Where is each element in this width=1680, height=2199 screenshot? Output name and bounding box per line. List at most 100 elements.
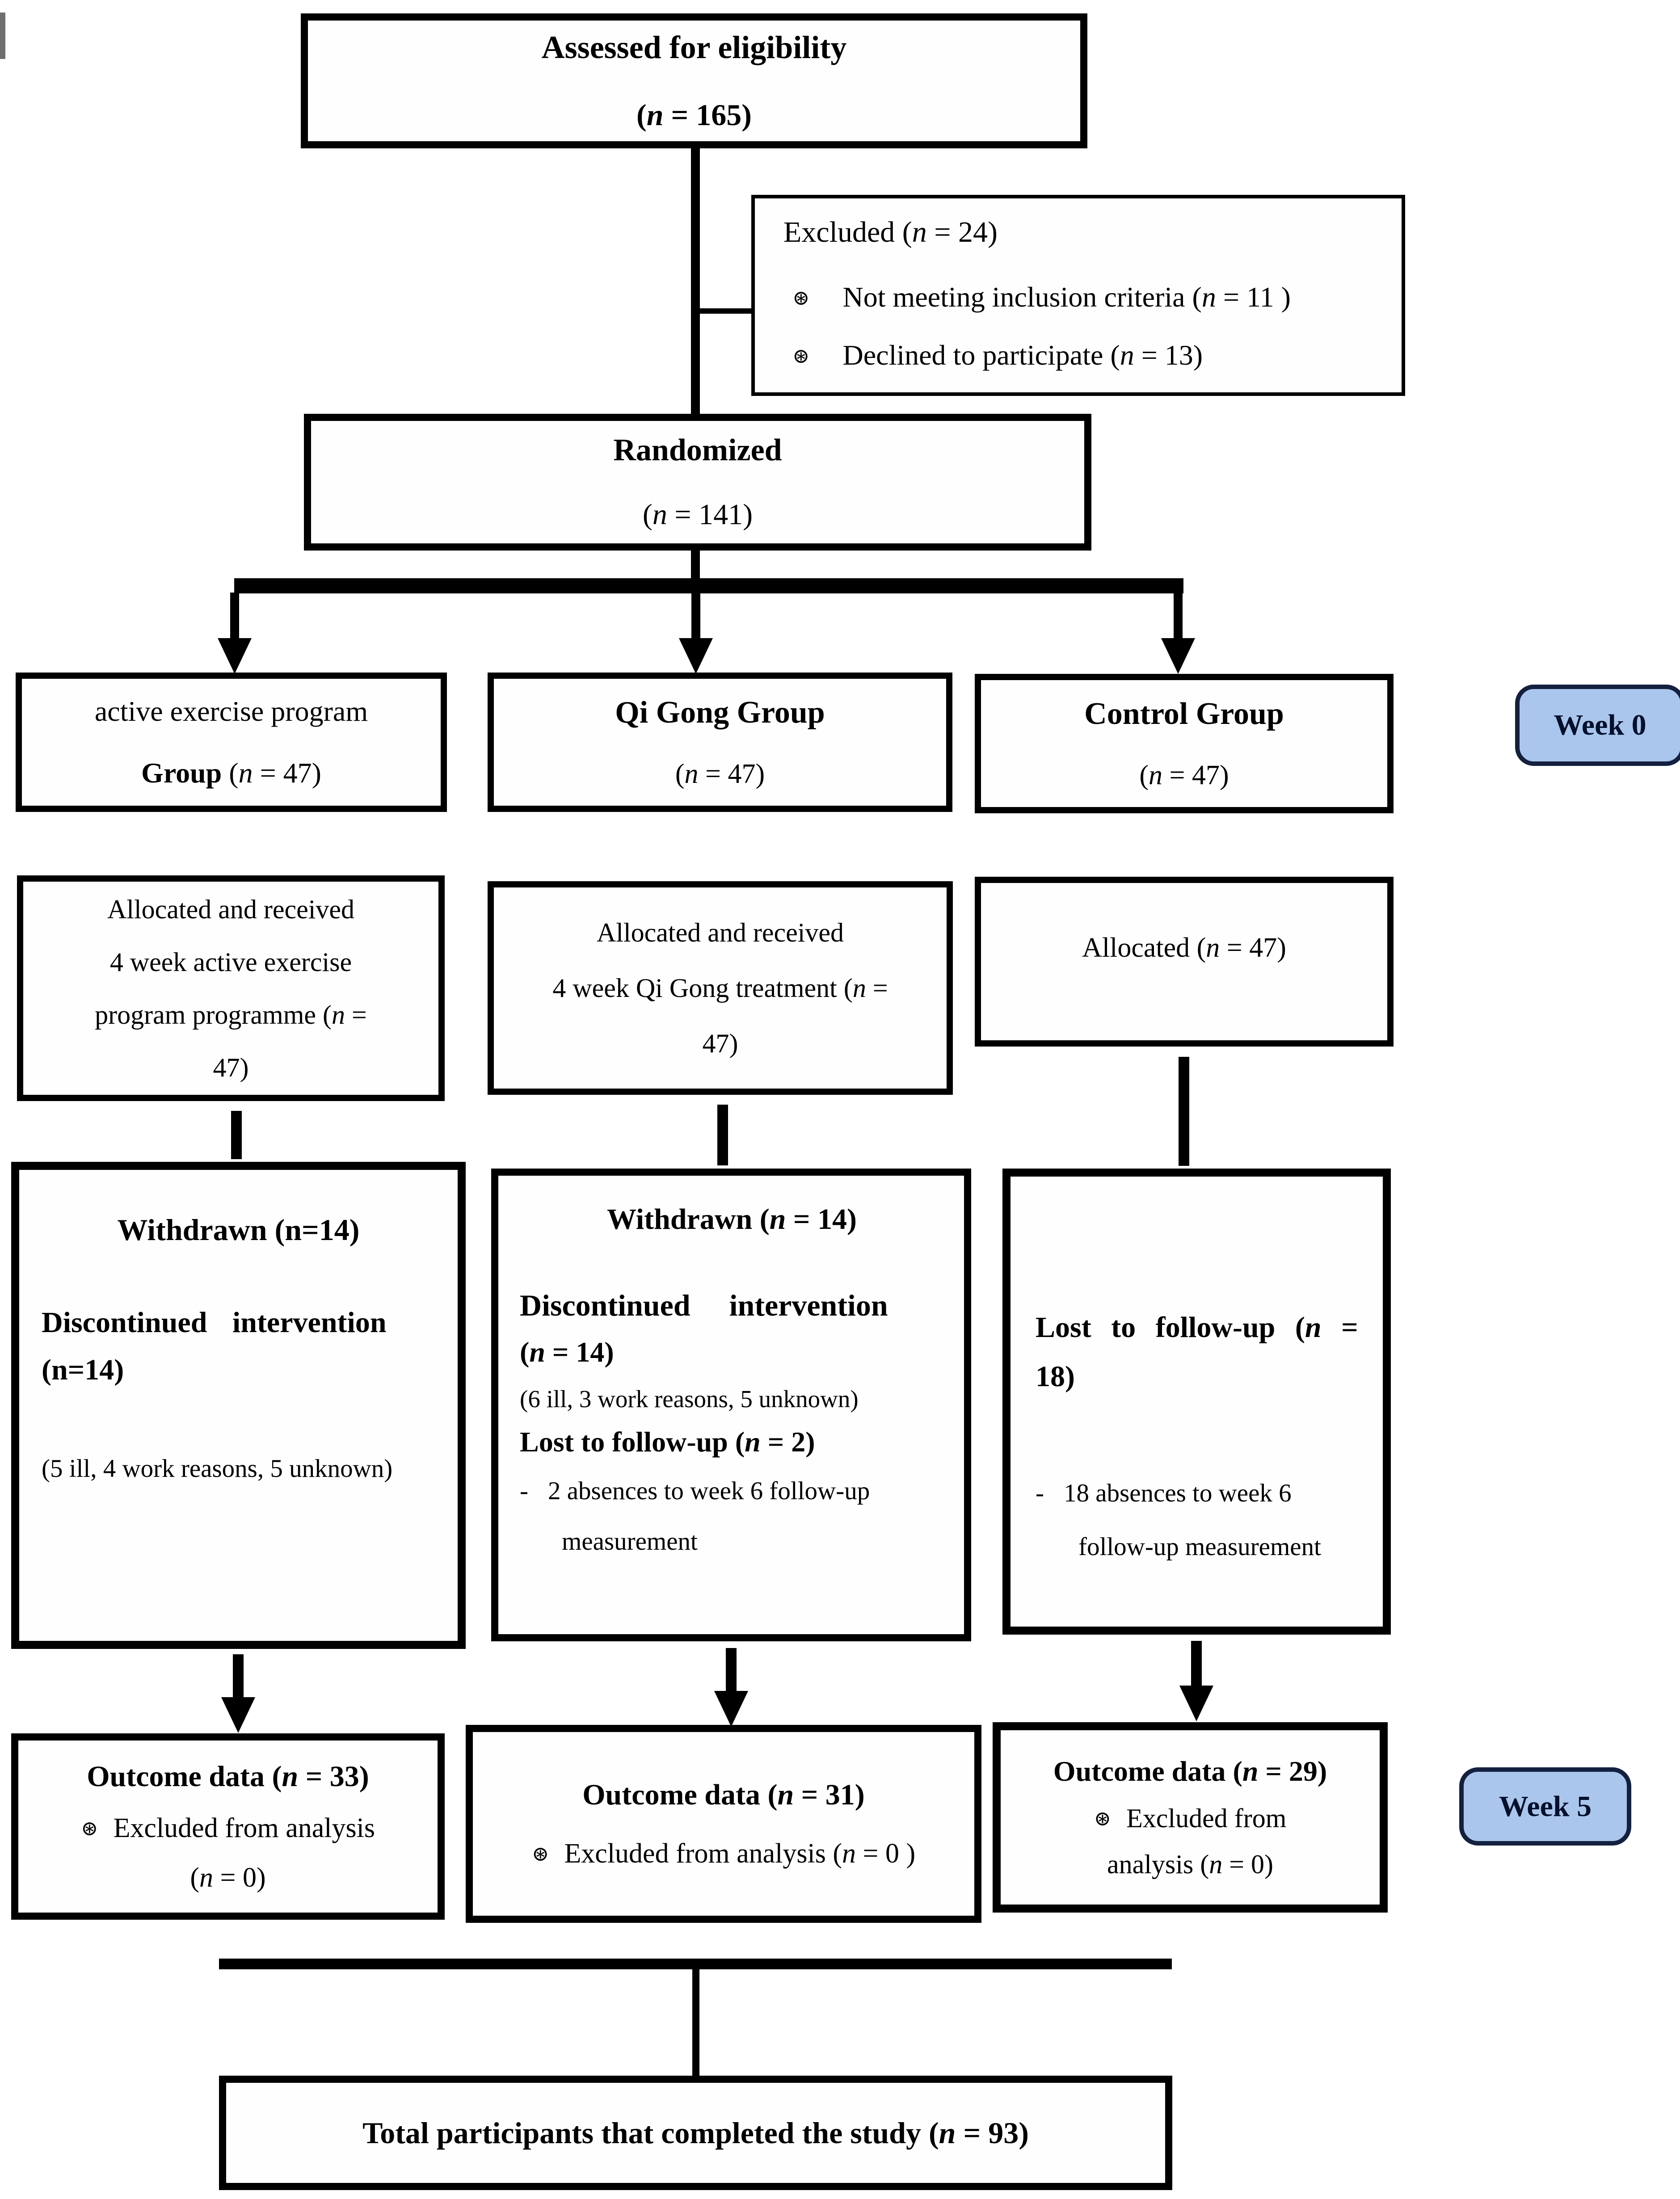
outcome-qigong-title: Outcome data (n = 31) bbox=[582, 1779, 865, 1811]
outcome-active-n: (n = 0) bbox=[190, 1862, 266, 1893]
arrow-down-icon bbox=[221, 1697, 255, 1733]
withdrawn-qigong-item-text: measurement bbox=[562, 1527, 698, 1556]
arrow-down-icon bbox=[714, 1691, 748, 1727]
control-group-n: (n = 47) bbox=[1139, 760, 1229, 790]
total-completed-box: Total participants that completed the st… bbox=[219, 2076, 1172, 2190]
lost-control-item-text: follow-up measurement bbox=[1078, 1533, 1321, 1561]
scan-artifact-mark bbox=[0, 13, 5, 59]
withdrawn-active-discontinued: Discontinued intervention bbox=[42, 1306, 387, 1339]
allocated-control-line: Allocated (n = 47) bbox=[1082, 933, 1286, 963]
qigong-group-n: (n = 47) bbox=[675, 758, 765, 789]
active-exercise-group-box: active exercise program Group (n = 47) bbox=[16, 673, 447, 812]
assessed-title: Assessed for eligibility bbox=[541, 29, 847, 65]
connector-branch-drop-left bbox=[230, 593, 239, 643]
excluded-box: Excluded (n = 24) ⊛ Not meeting inclusio… bbox=[751, 195, 1405, 396]
withdrawn-qigong-note: (6 ill, 3 work reasons, 5 unknown) bbox=[520, 1385, 859, 1413]
withdrawn-qigong-lost: Lost to follow-up (n = 2) bbox=[520, 1426, 815, 1458]
circled-asterisk-bullet-icon: ⊛ bbox=[531, 1842, 549, 1865]
circled-asterisk-bullet-icon: ⊛ bbox=[81, 1816, 98, 1840]
week0-label: Week 0 bbox=[1554, 709, 1646, 741]
withdrawn-qigong-box: Withdrawn (n = 14) Discontinued interven… bbox=[491, 1169, 971, 1641]
allocated-active-line: program programme (n = bbox=[95, 1000, 367, 1030]
excluded-title: Excluded (n = 24) bbox=[783, 216, 998, 248]
control-group-box: Control Group (n = 47) bbox=[975, 674, 1394, 813]
outcome-qigong-excluded-text: Excluded from analysis (n = 0 ) bbox=[564, 1838, 916, 1869]
allocated-qigong-box: Allocated and received 4 week Qi Gong tr… bbox=[488, 881, 953, 1095]
withdrawn-qigong-title: Withdrawn (n = 14) bbox=[607, 1203, 857, 1236]
allocated-active-line: 47) bbox=[213, 1052, 249, 1082]
outcome-qigong-box: Outcome data (n = 31) ⊛ Excluded from an… bbox=[466, 1725, 981, 1923]
lost-followup-control-box: Lost to follow-up (n = 18) - 18 absences… bbox=[1002, 1169, 1391, 1635]
active-group-line1: active exercise program bbox=[94, 695, 368, 727]
qigong-group-title: Qi Gong Group bbox=[615, 695, 825, 730]
circled-asterisk-bullet-icon: ⊛ bbox=[792, 345, 810, 367]
circled-asterisk-bullet-icon: ⊛ bbox=[792, 286, 810, 309]
connector-branch-horizontal bbox=[234, 578, 1183, 593]
dash-bullet: - bbox=[1036, 1479, 1044, 1507]
randomized-box: Randomized (n = 141) bbox=[304, 414, 1091, 551]
outcome-control-box: Outcome data (n = 29) ⊛ Excluded from an… bbox=[993, 1722, 1388, 1913]
connector-stub-right bbox=[1191, 1641, 1202, 1690]
outcome-qigong-excluded: ⊛ Excluded from analysis (n = 0 ) bbox=[532, 1838, 915, 1870]
connector-top-vertical bbox=[691, 145, 700, 416]
randomized-title: Randomized bbox=[613, 433, 782, 467]
outcome-control-n: analysis (n = 0) bbox=[1107, 1850, 1274, 1879]
connector-bottom-horizontal bbox=[219, 1959, 1172, 1969]
lost-control-item: - 18 absences to week 6 bbox=[1036, 1479, 1292, 1508]
arrow-down-icon bbox=[218, 638, 252, 674]
allocated-active-line: 4 week active exercise bbox=[109, 947, 352, 977]
withdrawn-active-note: (5 ill, 4 work reasons, 5 unknown) bbox=[42, 1455, 393, 1483]
assessed-for-eligibility-box: Assessed for eligibility (n = 165) bbox=[301, 13, 1087, 148]
assessed-n: (n = 165) bbox=[636, 98, 752, 132]
dash-bullet: - bbox=[520, 1477, 528, 1505]
withdrawn-active-title: Withdrawn (n=14) bbox=[117, 1213, 360, 1247]
excluded-item: ⊛ Not meeting inclusion criteria (n = 11… bbox=[792, 281, 1291, 314]
arrow-down-icon bbox=[1161, 638, 1195, 674]
connector-stub-right bbox=[1179, 1057, 1189, 1166]
excluded-item-text: Declined to participate (n = 13) bbox=[842, 339, 1203, 371]
total-completed-title: Total participants that completed the st… bbox=[362, 2115, 1029, 2150]
week5-label: Week 5 bbox=[1499, 1790, 1592, 1823]
outcome-control-title: Outcome data (n = 29) bbox=[1053, 1755, 1327, 1787]
lost-control-item-text: 18 absences to week 6 bbox=[1063, 1479, 1292, 1507]
active-group-line2: Group (n = 47) bbox=[141, 757, 321, 790]
withdrawn-qigong-discontinued: Discontinued intervention bbox=[520, 1288, 888, 1322]
outcome-control-excluded: ⊛ Excluded from bbox=[1094, 1803, 1287, 1834]
connector-stub-left bbox=[231, 1111, 242, 1159]
connector-branch-drop-right bbox=[1174, 593, 1183, 643]
excluded-item-text: Not meeting inclusion criteria (n = 11 ) bbox=[842, 281, 1291, 313]
allocated-qigong-line: 47) bbox=[702, 1029, 738, 1058]
allocated-qigong-line: Allocated and received bbox=[596, 918, 844, 947]
outcome-active-excluded: ⊛ Excluded from analysis bbox=[81, 1812, 375, 1844]
active-group-n: (n = 47) bbox=[222, 757, 321, 789]
outcome-active-box: Outcome data (n = 33) ⊛ Excluded from an… bbox=[11, 1733, 445, 1920]
outcome-active-title: Outcome data (n = 33) bbox=[87, 1760, 369, 1793]
connector-stub-middle bbox=[717, 1105, 728, 1165]
circled-asterisk-bullet-icon: ⊛ bbox=[1094, 1807, 1112, 1830]
week0-badge: Week 0 bbox=[1515, 685, 1680, 766]
lost-control-line2: 18) bbox=[1036, 1360, 1075, 1393]
withdrawn-qigong-n: (n = 14) bbox=[520, 1336, 614, 1368]
connector-stub-middle bbox=[726, 1648, 737, 1695]
connector-bottom-vertical bbox=[692, 1968, 699, 2078]
week5-badge: Week 5 bbox=[1459, 1767, 1631, 1846]
lost-control-line1: Lost to follow-up (n = bbox=[1036, 1311, 1358, 1344]
outcome-control-excluded-text: Excluded from bbox=[1126, 1804, 1287, 1833]
withdrawn-active-box: Withdrawn (n=14) Discontinued interventi… bbox=[11, 1162, 466, 1649]
withdrawn-qigong-item-text: 2 absences to week 6 follow-up bbox=[547, 1477, 870, 1505]
excluded-item: ⊛ Declined to participate (n = 13) bbox=[792, 339, 1203, 372]
arrow-down-icon bbox=[1179, 1686, 1213, 1721]
allocated-active-box: Allocated and received 4 week active exe… bbox=[17, 875, 445, 1101]
control-group-title: Control Group bbox=[1084, 696, 1284, 731]
arrow-down-icon bbox=[679, 638, 713, 674]
allocated-active-line: Allocated and received bbox=[107, 894, 355, 924]
outcome-active-excluded-text: Excluded from analysis bbox=[113, 1812, 375, 1843]
connector-branch-drop-middle bbox=[691, 593, 700, 643]
connector-stub-left bbox=[233, 1654, 244, 1703]
allocated-control-box: Allocated (n = 47) bbox=[975, 877, 1394, 1047]
withdrawn-active-n: (n=14) bbox=[42, 1354, 124, 1386]
connector-randomized-vertical bbox=[691, 549, 700, 582]
allocated-qigong-line: 4 week Qi Gong treatment (n = bbox=[552, 973, 888, 1003]
connector-excluded-horizontal bbox=[697, 308, 753, 314]
